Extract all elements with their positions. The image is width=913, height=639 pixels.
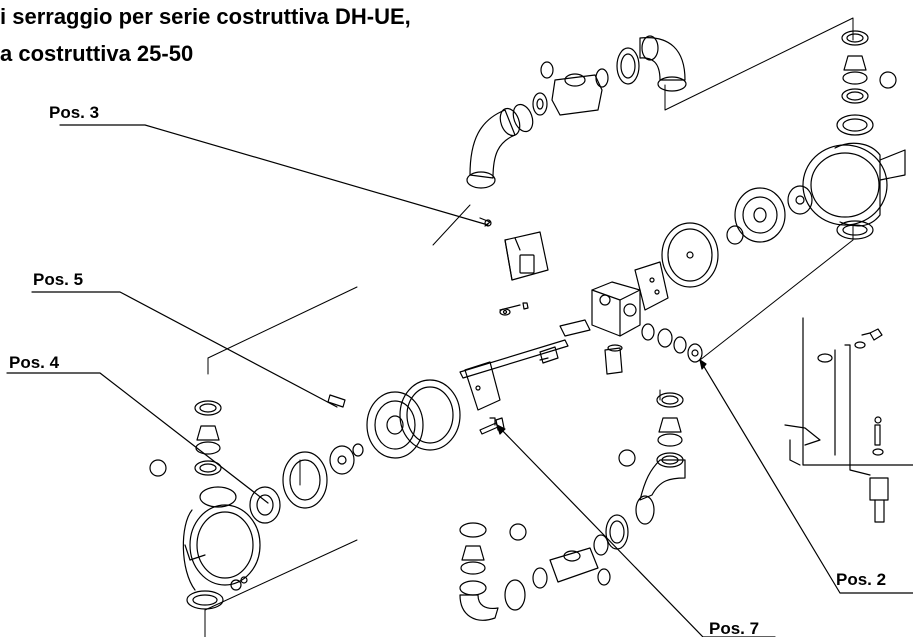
- leader-pos-2: [700, 360, 913, 593]
- right-lower-washers: [642, 324, 702, 362]
- center-hardware: [500, 303, 548, 360]
- left-end-plate: [465, 362, 500, 410]
- top-right-elbow: [640, 38, 685, 80]
- top-left-elbow: [470, 110, 515, 178]
- leader-pos-5: [32, 292, 337, 407]
- callout-pos-3: Pos. 3: [49, 103, 100, 122]
- callout-pos-7: Pos. 7: [709, 619, 760, 638]
- right-end-plate: [635, 262, 668, 310]
- top-right-seal-stack: [837, 31, 896, 135]
- top-tee-fitting: [552, 75, 602, 115]
- pos-7-bolt: [480, 418, 504, 434]
- right-pump-housing: [803, 143, 905, 239]
- solenoid-valve: [480, 218, 548, 280]
- drive-spacer: [560, 320, 590, 336]
- bottom-manifold-parts: [460, 460, 685, 620]
- center-drive-block: [460, 282, 640, 378]
- leader-lines: [7, 125, 913, 637]
- leader-arrow-pos-2: [700, 360, 706, 369]
- top-manifold-parts: [467, 36, 686, 188]
- right-diaphragm-stack: [635, 186, 812, 310]
- leader-pos-4: [7, 373, 268, 503]
- callout-pos-4: Pos. 4: [9, 353, 60, 372]
- drive-shaft: [460, 340, 568, 378]
- callout-pos-2: Pos. 2: [836, 570, 887, 589]
- right-foot-bracket: [785, 318, 913, 522]
- left-diaphragm-stack: [250, 362, 500, 523]
- bottom-right-seal-stack: [619, 393, 683, 467]
- left-seal-stack: [150, 401, 236, 507]
- drive-sleeve: [605, 348, 622, 374]
- left-pump-housing: [183, 505, 260, 609]
- diagram-title-line-2: a costruttiva 25-50: [0, 41, 194, 66]
- callout-pos-5: Pos. 5: [33, 270, 84, 289]
- leader-pos-7: [497, 425, 775, 637]
- diagram-title-line-1: i serraggio per serie costruttiva DH-UE,: [0, 4, 411, 29]
- leader-pos-3: [60, 125, 488, 225]
